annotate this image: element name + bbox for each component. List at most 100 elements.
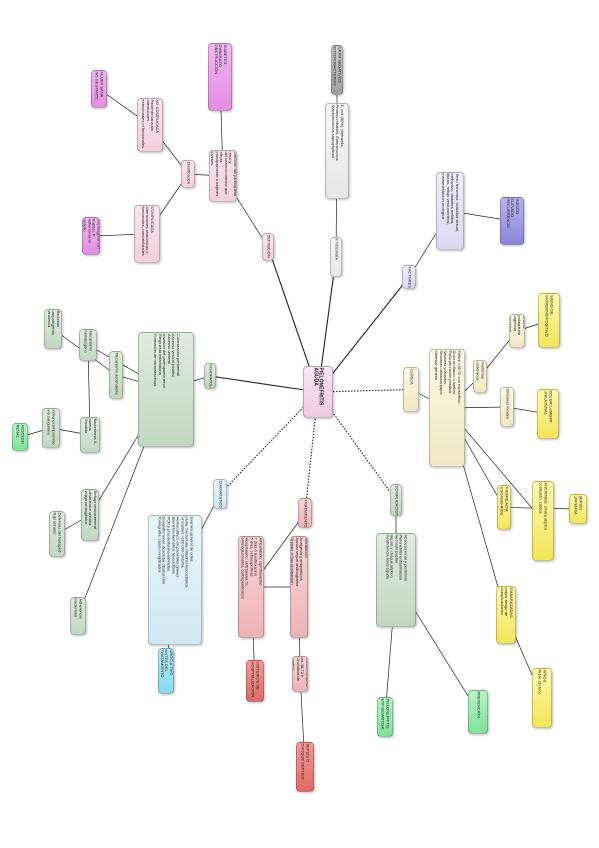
node-label: NIÑOS fiebre sin foco — [538, 669, 548, 695]
node-label: COMPLICADA Alteraciones anatómicas o fun… — [140, 206, 155, 256]
node-clin1[interactable]: Síntomas sistémicos — [473, 360, 487, 393]
node-fact[interactable]: FACTORES — [402, 265, 416, 289]
node-label: Absceso renal y perirrenal Pielonefritis… — [385, 534, 409, 581]
node-mint2[interactable]: PIELONEFRITIS ENFISEMATOSA — [377, 697, 393, 737]
node-y5[interactable]: ANCIANOS: clínica atípica confusión, caí… — [532, 481, 554, 561]
connector-root-fact — [317, 276, 410, 393]
node-label: Bacterias uropatógenas virulencia — [46, 310, 61, 335]
node-diag[interactable]: DIAGNÓSTICO — [213, 479, 227, 509]
connector-root-trat — [304, 391, 319, 514]
node-label: Fiebre >38 °C con escalofríos Dolor en f… — [433, 350, 462, 404]
node-asc[interactable]: Mecanismo ascendente — [109, 351, 123, 399]
node-label: Colonización periuretral Ascenso vesical… — [152, 333, 181, 388]
node-comps[interactable]: COMPLICACIONES — [390, 484, 402, 516]
node-y3[interactable]: FIEBRE ALTA ESCALOFRÍOS — [497, 485, 511, 530]
node-factdesc[interactable]: Sexo femenino, actividad sexual, embaraz… — [436, 172, 464, 250]
node-cyan1[interactable]: UROCULTIVO ANTES DEL TRATAMIENTO — [158, 648, 174, 694]
node-label: Mecanismo hematógeno — [84, 330, 94, 353]
node-y4[interactable]: SEPSIS URINARIA — [569, 494, 587, 524]
node-clin[interactable]: CLÍNICA — [403, 367, 419, 412]
node-label: Defensas del huésped flujo urinario — [53, 512, 63, 553]
node-label: CRITERIOS DE HOSPITALIZACIÓN — [251, 661, 261, 698]
node-compsdesc[interactable]: Absceso renal y perirrenal Pielonefritis… — [376, 533, 416, 627]
node-etiodesc[interactable]: E. coli (80%), Klebsiella, Proteus mirab… — [325, 103, 349, 199]
node-label: MUJER SANA NO GESTANTE — [95, 71, 105, 100]
node-label: SEPSIS O CHOQUE SÉPTICO — [301, 743, 311, 780]
node-label: GRAM NEGATIVOS ENTEROBACTERIAS — [333, 46, 343, 86]
node-y6[interactable]: EMBARAZADAS mayor riesgo de complicacion… — [496, 586, 516, 644]
node-etio[interactable]: ETIOLOGÍA — [330, 237, 342, 277]
node-label: DIABETES EMBARAZO OBSTRUCCIÓN — [213, 44, 228, 75]
node-label: Vía ascendente: E. coli uropatógena con … — [82, 218, 100, 249]
node-gram[interactable]: GRAM NEGATIVOS ENTEROBACTERIAS — [331, 45, 343, 95]
node-label: Ambulatorio: ciprofloxacino 7 días o lev… — [240, 537, 264, 599]
node-mint1[interactable]: ABSCESO RENAL — [12, 423, 28, 451]
node-clin2[interactable]: Síntomas locales — [500, 387, 514, 427]
node-nocomp[interactable]: NO COMPLICADA Paciente sana sin alteraci… — [137, 98, 163, 152]
node-label: Bacteriemia S. aureus Candida — [83, 418, 98, 445]
node-def[interactable]: DEFINICIÓN — [262, 233, 274, 261]
node-label: CLÍNICA — [409, 368, 415, 385]
node-label: Control clínico a las 48-72 h Urocultivo… — [292, 657, 308, 687]
node-label: NO COMPLICADA Paciente sana sin alteraci… — [141, 99, 161, 148]
node-mag2[interactable]: MUJER SANA NO GESTANTE — [91, 70, 107, 108]
node-label: Disuria, polaquiuria urgencia miccional — [509, 315, 525, 336]
node-label: E. coli (80%), Klebsiella, Proteus mirab… — [330, 104, 345, 161]
node-label: Mecanismo ascendente — [114, 352, 120, 395]
node-label: SIGNO DE GIORDANO POSITIVO — [545, 294, 555, 337]
node-y1[interactable]: SIGNO DE GIORDANO POSITIVO — [538, 293, 560, 348]
node-label: DEFINICIÓN — [266, 234, 272, 258]
node-riesgo[interactable]: RIESGO ELEVADO RECURRENCIA — [500, 197, 524, 245]
node-sage5[interactable]: Defensas del huésped flujo urinario — [49, 511, 65, 557]
node-diagdesc[interactable]: Examen general de orina: piuria, bacteri… — [148, 515, 202, 645]
node-label: DOLOR LUMBAR UNILATERAL — [544, 390, 554, 423]
node-label: RIESGO ELEVADO RECURRENCIA — [505, 198, 520, 228]
node-label: PREVENCIÓN — [476, 691, 482, 718]
node-class[interactable]: Clasificación — [181, 160, 195, 188]
node-label: DIAGNÓSTICO — [218, 480, 224, 509]
node-label: Clasificación — [186, 161, 192, 184]
node-clindesc[interactable]: Fiebre >38 °C con escalofríos Dolor en f… — [429, 349, 465, 467]
node-label: PIELONEFRITIS AGUDA — [313, 367, 324, 406]
node-label: PIELONEFRITIS ENFISEMATOSA — [381, 698, 391, 730]
node-label: COMPLICACIONES — [394, 485, 400, 516]
node-root[interactable]: PIELONEFRITIS AGUDA — [303, 366, 333, 418]
node-label: FIEBRE ALTA ESCALOFRÍOS — [500, 486, 510, 515]
node-red1[interactable]: CRITERIOS DE HOSPITALIZACIÓN — [246, 660, 264, 702]
node-sage4[interactable]: Reflujo vesicoureteral obstrucción urina… — [81, 489, 99, 541]
node-sage2[interactable]: Bacteriemia S. aureus Candida — [80, 417, 100, 453]
node-mag3[interactable]: Vía ascendente: E. coli uropatógena con … — [82, 217, 100, 255]
connector-root-diag — [219, 391, 319, 495]
node-fisiodesc[interactable]: Colonización periuretral Ascenso vesical… — [138, 332, 194, 447]
node-tratdesc[interactable]: Ambulatorio: ciprofloxacino 7 días o lev… — [238, 536, 264, 638]
node-comp[interactable]: COMPLICADA Alteraciones anatómicas o fun… — [134, 205, 160, 263]
node-tratdesc2[interactable]: Hidratación Analgesia y antipiréticos Aj… — [290, 536, 308, 638]
connector-root-fisio — [209, 375, 319, 393]
connector-root-clin — [317, 388, 412, 393]
left-margin-note — [4, 20, 6, 60]
node-sage3[interactable]: Inmunocompromiso vía sanguínea — [42, 408, 60, 448]
node-y7[interactable]: NIÑOS fiebre sin foco — [532, 668, 552, 728]
node-sage6[interactable]: Adherencia bacteriana — [70, 597, 86, 635]
node-label: Sexo femenino, actividad sexual, embaraz… — [441, 173, 461, 232]
node-label: ETIOLOGÍA — [334, 238, 340, 261]
node-red2[interactable]: SEPSIS O CHOQUE SÉPTICO — [296, 742, 314, 792]
node-mag1[interactable]: DIABETES EMBARAZO OBSTRUCCIÓN — [208, 43, 232, 111]
node-label: EMBARAZADAS mayor riesgo de complicacion… — [499, 587, 514, 618]
node-label: Infección del parénquima renal y del sis… — [209, 151, 237, 197]
node-sage1[interactable]: Bacterias uropatógenas virulencia — [44, 309, 62, 349]
node-defdesc[interactable]: Infección del parénquima renal y del sis… — [209, 150, 237, 202]
node-label: Hidratación Analgesia y antipiréticos Aj… — [290, 537, 308, 587]
node-mint3[interactable]: PREVENCIÓN — [468, 690, 488, 734]
node-label: Inmunocompromiso vía sanguínea — [47, 409, 57, 445]
node-label: FISIOPATOLOGÍA — [208, 364, 214, 389]
node-hema[interactable]: Mecanismo hematógeno — [79, 329, 97, 361]
node-tratdesc3[interactable]: Control clínico a las 48-72 h Urocultivo… — [292, 656, 308, 692]
node-y2[interactable]: DOLOR LUMBAR UNILATERAL — [537, 389, 559, 439]
node-trat[interactable]: TRATAMIENTO — [298, 498, 312, 528]
node-label: Reflujo vesicoureteral obstrucción urina… — [83, 490, 98, 529]
node-fisio[interactable]: FISIOPATOLOGÍA — [204, 363, 216, 389]
node-label: Síntomas locales — [505, 388, 511, 419]
node-clin3[interactable]: Disuria, polaquiuria urgencia miccional — [509, 314, 525, 348]
node-label: TRATAMIENTO — [303, 499, 309, 528]
